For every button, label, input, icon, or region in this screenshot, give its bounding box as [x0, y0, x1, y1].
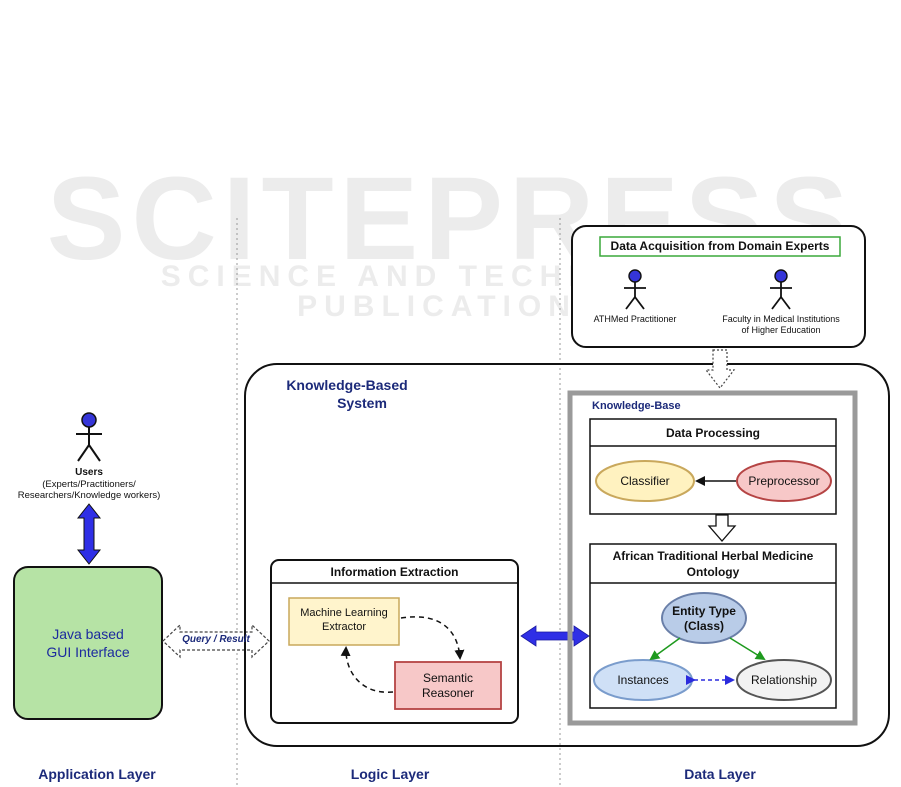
users-roles-line1: (Experts/Practitioners/ [42, 479, 136, 490]
ontology-title-line2: Ontology [686, 565, 740, 579]
entity-type-line2: (Class) [683, 619, 724, 633]
relationship-ellipse [736, 659, 832, 701]
preprocessor-ellipse [736, 460, 832, 502]
entity-type-ellipse [661, 592, 747, 644]
knowledge-base-title: Knowledge-Base [592, 400, 681, 412]
kbs-box [244, 363, 890, 747]
info-extraction-title: Information Extraction [330, 565, 459, 579]
gui-label-line1: Java based [52, 626, 124, 642]
ml-extractor-box [288, 597, 400, 646]
data-processing-title: Data Processing [665, 426, 761, 440]
knowledge-base-box [567, 390, 858, 726]
sr-to-ml-arrow [340, 646, 394, 693]
preprocessor-label: Preprocessor [748, 474, 820, 488]
application-layer-label: Application Layer [38, 766, 156, 782]
logic-layer-label: Logic Layer [350, 766, 430, 782]
kbs-title-line1: Knowledge-Based [286, 377, 408, 393]
practitioner-label: ATHMed Practitioner [593, 314, 677, 324]
faculty-label-line1: Faculty in Medical Institutions [722, 314, 840, 324]
users-title: Users [75, 467, 103, 478]
gui-interface-box [13, 566, 163, 720]
acquisition-to-kb-arrow [704, 349, 736, 389]
processing-to-ontology-arrow [707, 514, 737, 542]
data-acquisition-title: Data Acquisition from Domain Experts [610, 239, 830, 253]
ml-to-sr-arrow [400, 616, 465, 660]
ie-kb-arrow [520, 625, 590, 647]
classifier-ellipse [595, 460, 695, 502]
ontology-title-line1: African Traditional Herbal Medicine [612, 549, 814, 563]
instances-label: Instances [617, 673, 669, 687]
users-gui-arrow [76, 503, 102, 565]
relationship-label: Relationship [750, 673, 818, 687]
gui-label-line2: GUI Interface [46, 644, 130, 660]
entity-to-instances-arrow [649, 637, 681, 661]
faculty-actor-icon [770, 269, 792, 310]
data-layer-label: Data Layer [684, 766, 756, 782]
semantic-reasoner-line1: Semantic [422, 671, 474, 685]
ml-extractor-line1: Machine Learning [300, 607, 388, 619]
classifier-label: Classifier [620, 474, 670, 488]
query-result-arrow [162, 623, 270, 659]
kbs-title-line2: System [337, 395, 387, 411]
semantic-reasoner-box [394, 661, 502, 710]
entity-type-line1: Entity Type [672, 604, 736, 618]
semantic-reasoner-line2: Reasoner [421, 686, 475, 700]
practitioner-actor-icon [624, 269, 646, 310]
data-acquisition-title-box [599, 236, 841, 257]
query-result-label: Query / Result [182, 634, 250, 645]
ml-extractor-line2: Extractor [321, 621, 366, 633]
entity-to-relationship-arrow [729, 637, 766, 661]
users-roles-line2: Researchers/Knowledge workers) [17, 490, 161, 501]
user-actor-icon [76, 412, 102, 462]
faculty-label-line2: of Higher Education [741, 325, 821, 335]
